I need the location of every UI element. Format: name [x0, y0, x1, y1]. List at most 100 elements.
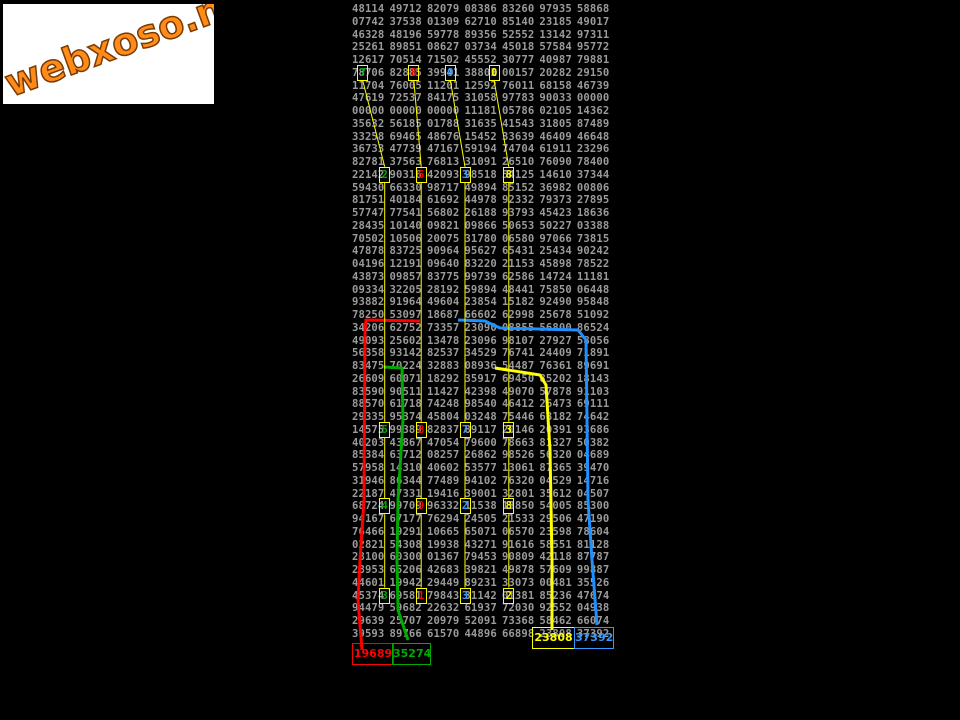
- result-green: 35274: [392, 643, 431, 665]
- number-group: 90964: [426, 245, 460, 258]
- number-group: 98526: [501, 449, 535, 462]
- number-group: 40987: [539, 54, 572, 66]
- number-group: 82537: [426, 347, 460, 360]
- number-group: 60071: [389, 372, 422, 385]
- number-group: 02821: [352, 538, 385, 551]
- number-group: 13061: [501, 462, 535, 474]
- number-group: 83475: [352, 360, 385, 372]
- number-group: 00000: [352, 105, 385, 117]
- number-group: 45898: [539, 258, 572, 270]
- number-group: 00806: [576, 181, 610, 194]
- number-group: 87365: [539, 462, 572, 474]
- number-group: 00000: [389, 105, 422, 117]
- number-group: 47878: [352, 245, 385, 258]
- number-group: 40203: [352, 436, 385, 449]
- number-group: 58462: [539, 615, 572, 627]
- number-group: 29639: [352, 615, 385, 627]
- number-group: 66898: [501, 627, 535, 640]
- number-group: 25261: [352, 41, 385, 54]
- number-group: 86344: [389, 474, 422, 487]
- number-group: 77541: [389, 207, 422, 219]
- highlighted-digit: 9: [415, 498, 427, 515]
- number-group: 49878: [501, 564, 535, 576]
- number-group: 47619: [352, 92, 385, 105]
- number-group: 14362: [576, 105, 610, 117]
- number-group: 04507: [576, 487, 610, 500]
- number-group: 01367: [426, 551, 460, 564]
- number-group: 61570: [426, 627, 460, 640]
- number-group: 04196: [352, 258, 385, 270]
- number-group: 91616: [501, 538, 535, 551]
- number-group: 26473: [539, 398, 572, 411]
- number-group: 37392: [576, 627, 610, 640]
- number-group: 59430: [352, 181, 385, 194]
- number-group: 90809: [501, 551, 535, 564]
- number-group: 27895: [576, 194, 610, 207]
- number-group: 57878: [539, 385, 572, 398]
- number-group: 61911: [539, 143, 572, 156]
- number-group: 36733: [352, 143, 385, 156]
- number-group: 38801: [464, 66, 497, 79]
- number-group: 85140: [501, 15, 535, 28]
- number-group: 76090: [539, 156, 572, 168]
- number-group: 77489: [426, 474, 460, 487]
- number-group: 49712: [389, 3, 422, 15]
- number-group: 09821: [426, 219, 460, 232]
- number-group: 08386: [464, 3, 497, 15]
- number-group: 28953: [352, 564, 385, 576]
- number-group: 97783: [501, 92, 535, 105]
- number-group: 89766: [389, 627, 422, 640]
- number-group: 58551: [539, 538, 572, 551]
- number-group: 79843: [426, 589, 460, 602]
- number-group: 36982: [539, 181, 572, 194]
- number-group: 90511: [389, 385, 422, 398]
- number-group: 06448: [576, 283, 610, 296]
- number-group: 01309: [426, 15, 460, 28]
- number-group: 49093: [352, 334, 385, 347]
- number-group: 61937: [464, 602, 497, 615]
- number-group: 76361: [539, 360, 572, 372]
- number-group: 78400: [576, 156, 610, 168]
- site-logo[interactable]: webxoso.net: [3, 4, 214, 104]
- number-group: 25707: [389, 615, 422, 627]
- highlighted-digit: 8: [503, 166, 515, 183]
- number-group: 65206: [389, 564, 422, 576]
- number-group: 72030: [501, 602, 535, 615]
- number-group: 59682: [389, 602, 422, 615]
- number-group: 13142: [539, 28, 572, 41]
- number-group: 48676: [426, 130, 460, 143]
- number-group: 23854: [464, 296, 497, 309]
- number-group: 24409: [539, 347, 572, 360]
- number-group: 35612: [539, 487, 572, 500]
- number-group: 08936: [464, 360, 497, 372]
- number-group: 50653: [501, 219, 535, 232]
- number-group: 22142: [352, 168, 385, 181]
- number-group: 26188: [464, 207, 497, 219]
- number-group: 95848: [576, 296, 610, 309]
- number-group: 49017: [576, 15, 610, 28]
- number-group: 85300: [576, 500, 610, 513]
- number-group: 93686: [576, 423, 610, 436]
- number-group: 21533: [501, 513, 535, 525]
- number-group: 04938: [576, 602, 610, 615]
- number-group: 86524: [576, 321, 610, 334]
- highlighted-digit: 2: [379, 166, 391, 183]
- number-group: 43867: [389, 436, 422, 449]
- number-group: 99739: [464, 270, 497, 283]
- number-group: 69465: [389, 130, 422, 143]
- number-group: 46648: [576, 130, 610, 143]
- number-group: 45552: [464, 54, 497, 66]
- number-group: 25602: [389, 334, 422, 347]
- number-group: 53097: [389, 309, 422, 321]
